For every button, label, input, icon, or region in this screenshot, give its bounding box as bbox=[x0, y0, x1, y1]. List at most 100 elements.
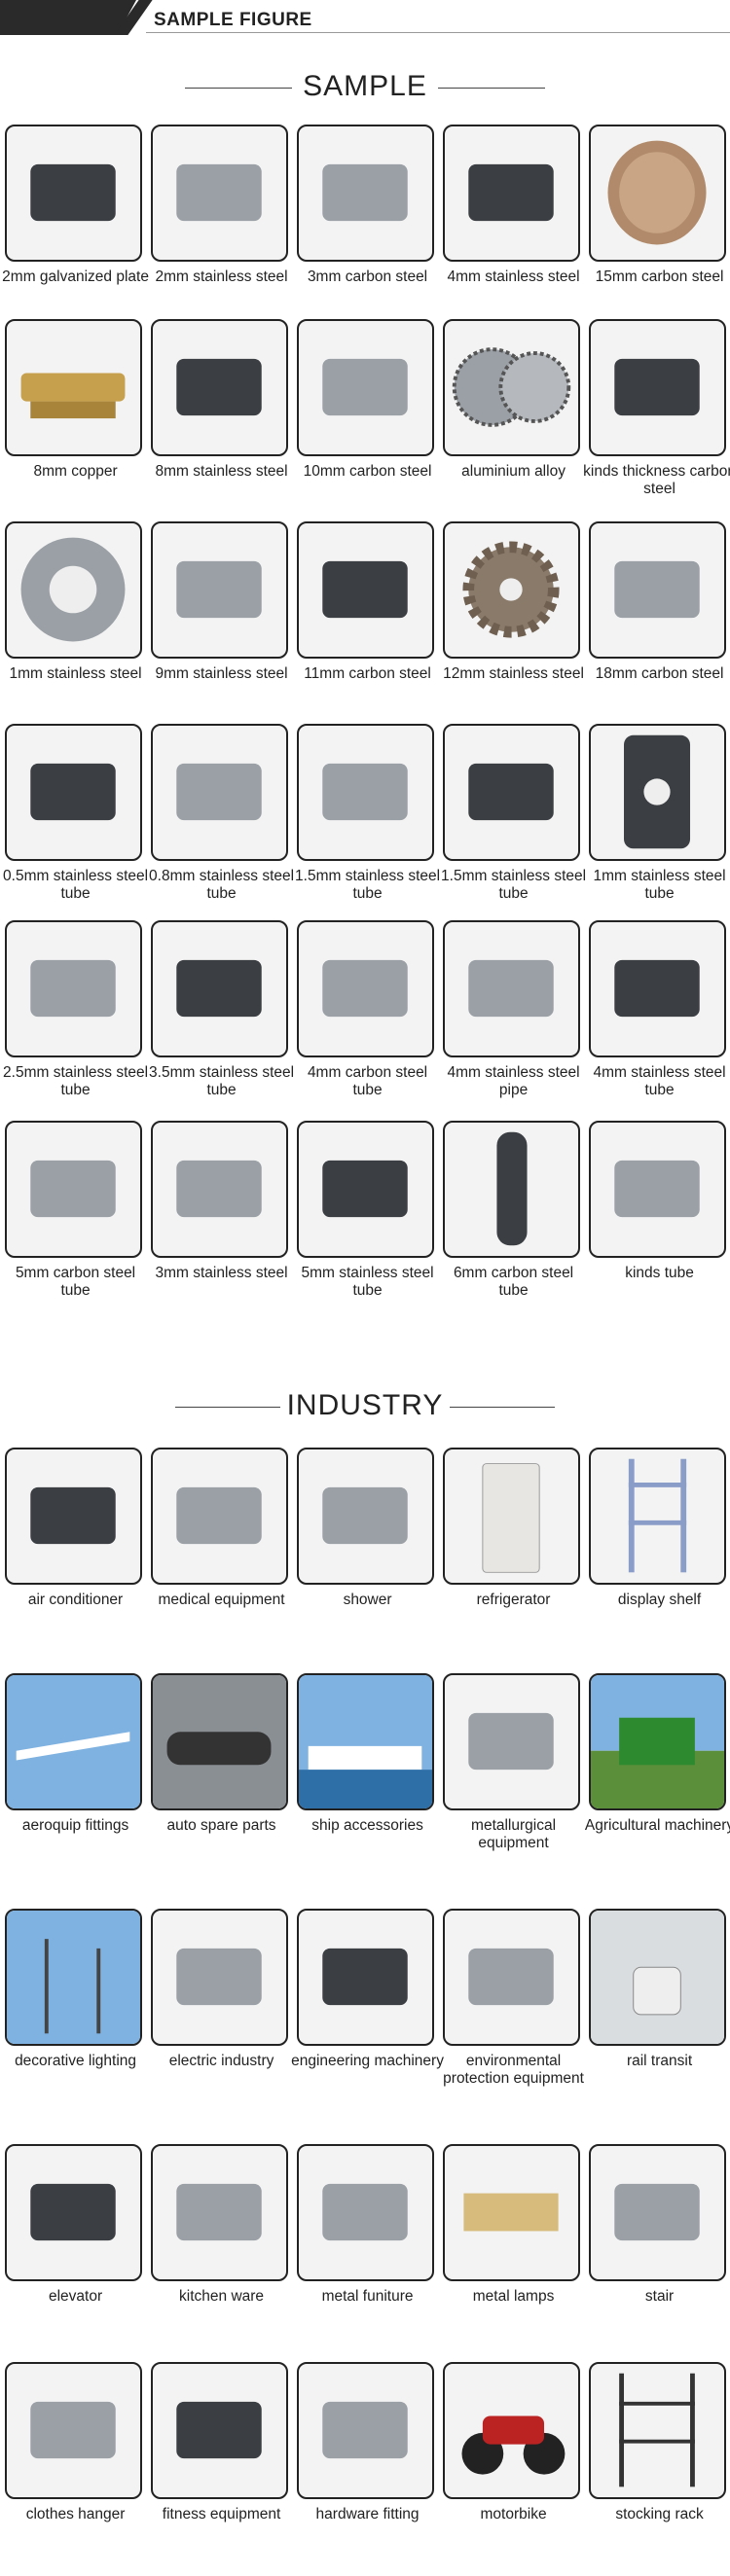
train-icon bbox=[591, 1911, 725, 2044]
sample-item-image bbox=[589, 1121, 727, 1258]
industry-item-image bbox=[443, 1673, 581, 1810]
sample-item-label: 2mm galvanized plate bbox=[2, 268, 149, 285]
industry-item-image bbox=[443, 2362, 581, 2499]
sample-item-image bbox=[5, 319, 143, 456]
saddle-tube-icon bbox=[176, 959, 262, 1018]
stator-icon bbox=[20, 537, 126, 642]
industry-heading-text: INDUSTRY bbox=[286, 1389, 444, 1421]
sample-item-label: 1mm stainless steel tube bbox=[593, 868, 726, 902]
crane-icon bbox=[322, 1948, 408, 2006]
pipes-icon bbox=[468, 959, 554, 1018]
shelf-icon bbox=[628, 1458, 687, 1573]
strips-icon bbox=[614, 358, 700, 416]
industry-item-label: clothes hanger bbox=[25, 2506, 126, 2522]
shower-icon bbox=[322, 1486, 408, 1545]
industry-item-image bbox=[589, 1909, 727, 2046]
sample-item-label: 11mm carbon steel bbox=[304, 665, 431, 682]
industry-item-label: kitchen ware bbox=[179, 2288, 265, 2305]
sample-item-image bbox=[151, 125, 289, 262]
pattern-tube-icon bbox=[30, 763, 116, 821]
sample-item-image bbox=[5, 125, 143, 262]
industry-item-image bbox=[5, 1448, 143, 1585]
sample-item-label: 2.5mm stainless steel tube bbox=[3, 1064, 149, 1098]
sample-item-image bbox=[297, 1121, 435, 1258]
gear-icon bbox=[462, 541, 560, 638]
sample-heading-text: SAMPLE bbox=[303, 70, 427, 102]
industry-item-image bbox=[151, 2362, 289, 2499]
sample-item-label: 4mm stainless steel tube bbox=[593, 1064, 726, 1098]
sample-item-label: 8mm stainless steel bbox=[155, 463, 288, 480]
sample-item-image bbox=[151, 1121, 289, 1258]
sample-item-image bbox=[5, 920, 143, 1057]
sample-item-label: 4mm carbon steel tube bbox=[307, 1064, 428, 1098]
saw-blade-icon bbox=[452, 347, 571, 427]
industry-item-label: display shelf bbox=[617, 1592, 702, 1608]
air-conditioner-icon bbox=[30, 1486, 116, 1545]
industry-item-label: refrigerator bbox=[476, 1592, 551, 1608]
heading-rule-left bbox=[185, 88, 292, 89]
industry-item-image bbox=[151, 1448, 289, 1585]
industry-item-label: air conditioner bbox=[27, 1592, 124, 1608]
industry-item-label: metal lamps bbox=[472, 2288, 555, 2305]
industry-item-image bbox=[443, 2144, 581, 2281]
slot-tube-icon bbox=[322, 1160, 408, 1218]
metal-plate-icon bbox=[30, 163, 116, 222]
tractor-icon bbox=[591, 1675, 725, 1808]
switchgear-icon bbox=[176, 1948, 262, 2006]
industry-item-label: metal funiture bbox=[321, 2288, 414, 2305]
sample-item-image bbox=[5, 1121, 143, 1258]
sample-item-image bbox=[151, 521, 289, 659]
industry-item-image bbox=[589, 2144, 727, 2281]
disc-icon bbox=[607, 140, 707, 245]
hospital-bed-icon bbox=[176, 1486, 262, 1545]
industry-item-label: motorbike bbox=[480, 2506, 547, 2522]
elevator-icon bbox=[30, 2183, 116, 2241]
hardware-icon bbox=[322, 2401, 408, 2459]
industry-item-label: Agricultural machinery bbox=[584, 1817, 730, 1834]
heading-rule-right bbox=[450, 1407, 555, 1408]
sample-item-label: 10mm carbon steel bbox=[303, 463, 432, 480]
car-icon bbox=[153, 1675, 287, 1808]
sample-item-label: 18mm carbon steel bbox=[595, 665, 724, 682]
sample-item-label: 8mm copper bbox=[33, 463, 118, 480]
industry-item-label: stair bbox=[644, 2288, 675, 2305]
sample-item-label: 4mm stainless steel pipe bbox=[447, 1064, 580, 1098]
sample-item-label: 3.5mm stainless steel tube bbox=[149, 1064, 295, 1098]
chandelier-icon bbox=[463, 2193, 559, 2232]
sample-item-label: 3mm carbon steel bbox=[307, 268, 428, 285]
industry-item-label: medical equipment bbox=[158, 1592, 285, 1608]
sample-item-image bbox=[5, 724, 143, 861]
box-tube-icon bbox=[468, 763, 554, 821]
fitness-icon bbox=[176, 2401, 262, 2459]
sample-item-label: 9mm stainless steel bbox=[155, 665, 288, 682]
sample-item-image bbox=[589, 125, 727, 262]
sample-item-label: 5mm stainless steel tube bbox=[301, 1265, 434, 1299]
sample-item-image bbox=[589, 319, 727, 456]
industry-item-label: fitness equipment bbox=[162, 2506, 281, 2522]
sample-item-label: 1.5mm stainless steel tube bbox=[441, 868, 587, 902]
industry-item-image bbox=[5, 1909, 143, 2046]
industry-item-label: electric industry bbox=[168, 2053, 274, 2069]
industry-item-image bbox=[443, 1448, 581, 1585]
square-plate-icon bbox=[322, 163, 408, 222]
t-tube-icon bbox=[322, 763, 408, 821]
sample-item-label: 0.5mm stainless steel tube bbox=[3, 868, 149, 902]
sample-item-label: 4mm stainless steel bbox=[447, 268, 580, 285]
industry-item-image bbox=[297, 2144, 435, 2281]
sample-item-label: kinds thickness carbon steel bbox=[583, 463, 730, 497]
bracket-icon bbox=[322, 358, 408, 416]
industry-item-label: shower bbox=[343, 1592, 392, 1608]
industry-item-image bbox=[151, 2144, 289, 2281]
industry-item-image bbox=[5, 2144, 143, 2281]
industry-item-label: engineering machinery bbox=[291, 2053, 444, 2069]
heading-rule-right bbox=[438, 88, 545, 89]
airplane-icon bbox=[7, 1675, 141, 1808]
block-part-icon bbox=[322, 560, 408, 619]
sample-item-image bbox=[589, 724, 727, 861]
sample-item-label: 1.5mm stainless steel tube bbox=[295, 868, 441, 902]
copper-parts-icon bbox=[20, 373, 126, 419]
frame-tube-icon bbox=[614, 1160, 700, 1218]
vertical-tube-icon bbox=[496, 1131, 528, 1246]
sample-item-image bbox=[297, 920, 435, 1057]
kitchen-icon bbox=[176, 2183, 262, 2241]
